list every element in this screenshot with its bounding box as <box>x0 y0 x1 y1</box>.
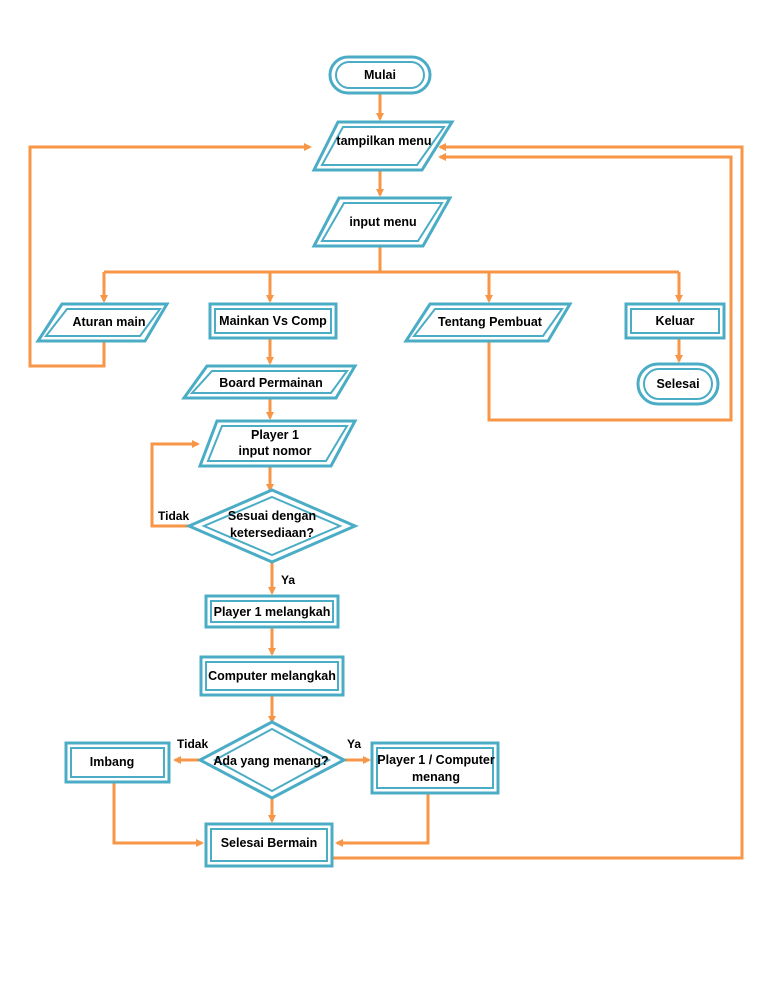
node-keluar-label: Keluar <box>656 314 695 328</box>
edge-label-sesuai-ya: Ya <box>281 573 295 587</box>
node-sesuai-line1: Sesuai dengan <box>228 509 316 523</box>
node-tampilkan-menu: tampilkan menu <box>311 120 455 172</box>
node-player1-input-line1: Player 1 <box>251 428 299 442</box>
edge-label-sesuai-tidak: Tidak <box>158 509 189 523</box>
node-tentang-pembuat-label: Tentang Pembuat <box>438 315 543 329</box>
node-player1-input-nomor: Player 1 input nomor <box>197 419 358 468</box>
edge-pemenang-to-selesai-bermain <box>335 793 430 847</box>
node-board-permainan: Board Permainan <box>181 364 358 400</box>
node-sesuai-decision: Sesuai dengan ketersediaan? <box>185 488 359 564</box>
node-sesuai-line2: ketersediaan? <box>230 526 314 540</box>
node-player1-melangkah: Player 1 melangkah <box>204 594 340 629</box>
node-player1-melangkah-label: Player 1 melangkah <box>214 605 331 619</box>
edge-sesuai-tidak-loop <box>150 440 200 528</box>
node-input-menu: input menu <box>311 196 453 248</box>
node-selesai-label: Selesai <box>656 377 699 391</box>
node-aturan-main-label: Aturan main <box>73 315 146 329</box>
connectors <box>28 93 744 860</box>
edge-selesai-bermain-loop-back <box>333 143 744 860</box>
edge-tentang-loop-back <box>438 153 733 422</box>
edge-imbang-to-selesai-bermain <box>112 782 204 847</box>
node-mulai-label: Mulai <box>364 68 396 82</box>
node-aturan-main: Aturan main <box>35 302 170 343</box>
node-pemenang-line1: Player 1 / Computer <box>377 753 495 767</box>
edge-label-menang-tidak: Tidak <box>177 737 208 751</box>
edge-label-menang-ya: Ya <box>347 737 361 751</box>
node-selesai: Selesai <box>636 362 720 406</box>
node-board-permainan-label: Board Permainan <box>219 376 323 390</box>
node-selesai-bermain: Selesai Bermain <box>204 822 334 868</box>
node-computer-melangkah-label: Computer melangkah <box>208 669 336 683</box>
node-input-menu-label: input menu <box>349 215 416 229</box>
node-selesai-bermain-label: Selesai Bermain <box>221 836 318 850</box>
edge-aturan-loop-back <box>28 143 312 368</box>
node-mulai: Mulai <box>328 55 432 95</box>
node-ada-menang-decision: Ada yang menang? <box>196 720 348 800</box>
node-computer-melangkah: Computer melangkah <box>199 655 345 697</box>
node-pemenang: Player 1 / Computer menang <box>370 741 500 795</box>
node-keluar: Keluar <box>624 302 726 340</box>
node-mainkan-vs-comp: Mainkan Vs Comp <box>208 302 338 340</box>
node-ada-menang-label: Ada yang menang? <box>213 754 328 768</box>
node-pemenang-line2: menang <box>412 770 460 784</box>
node-tampilkan-menu-label: tampilkan menu <box>336 134 431 148</box>
node-mainkan-vs-comp-label: Mainkan Vs Comp <box>219 314 327 328</box>
node-imbang-label: Imbang <box>90 755 134 769</box>
node-imbang: Imbang <box>64 741 171 784</box>
node-tentang-pembuat: Tentang Pembuat <box>403 302 573 343</box>
node-player1-input-line2: input nomor <box>239 444 312 458</box>
